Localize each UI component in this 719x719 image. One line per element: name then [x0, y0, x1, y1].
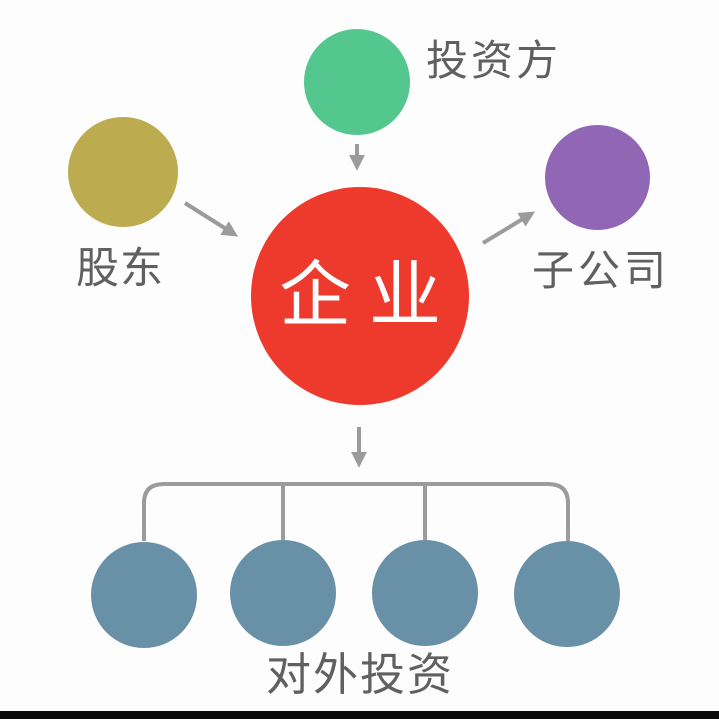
shareholder-label: 股东 — [76, 245, 164, 293]
investor-label: 投资方 — [426, 37, 562, 84]
bottom-edge-bar — [0, 711, 719, 719]
external-investment-node — [230, 540, 336, 646]
arrow-enterprise-to-subsidiary — [481, 211, 536, 245]
external-investment-node — [372, 540, 478, 646]
external-investment-node — [91, 542, 197, 648]
shareholder-node — [68, 117, 178, 227]
subsidiary-node — [545, 125, 650, 230]
arrow-shareholder-to-enterprise — [183, 201, 239, 237]
investor-node — [304, 29, 410, 135]
enterprise-label: 企业 — [278, 256, 459, 336]
distribution-bracket — [142, 482, 570, 541]
subsidiary-label: 子公司 — [532, 247, 671, 294]
external-investment-label: 对外投资 — [265, 649, 455, 700]
external-investment-node — [514, 541, 620, 647]
enterprise-node: 企业 — [251, 187, 469, 405]
